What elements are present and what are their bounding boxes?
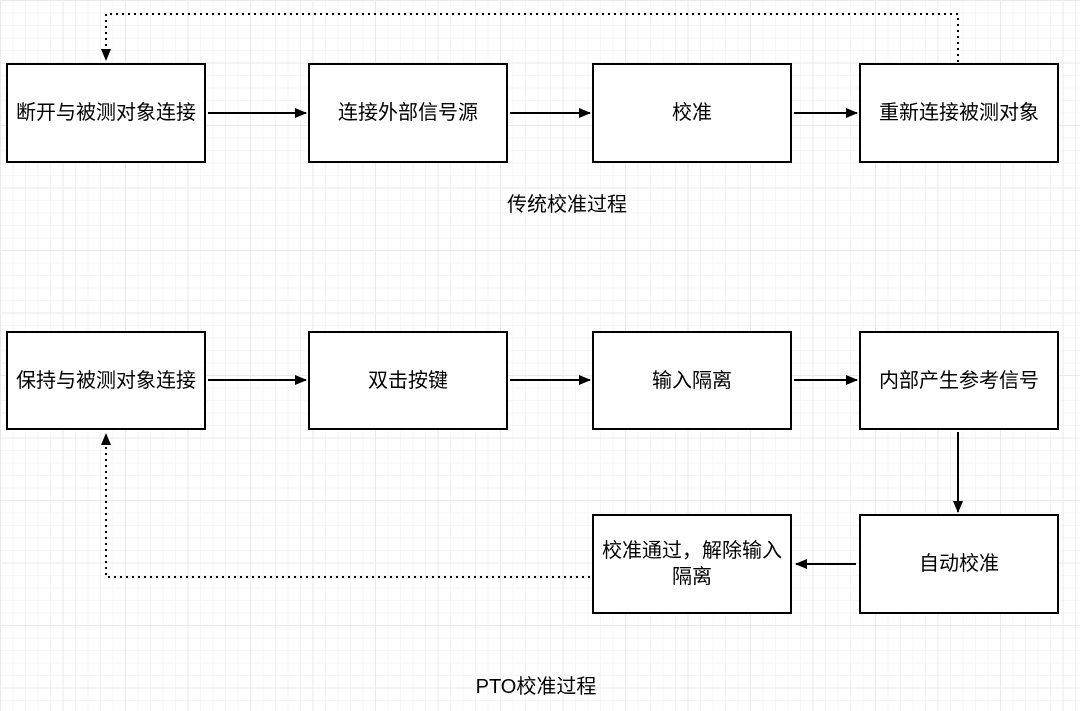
node-label: 双击按键 bbox=[368, 369, 448, 392]
node-cal-passed-release-isolation[interactable]: 校准通过，解除输入隔离 bbox=[592, 514, 792, 614]
node-label: 校准通过，解除输入隔离 bbox=[602, 540, 782, 588]
node-keep-dut-connected[interactable]: 保持与被测对象连接 bbox=[6, 331, 206, 430]
node-label: 自动校准 bbox=[919, 553, 999, 575]
dotted-feedback-reconnect-to-disconnect[interactable] bbox=[101, 13, 959, 62]
node-label: 断开与被测对象连接 bbox=[16, 102, 196, 124]
node-calibrate[interactable]: 校准 bbox=[592, 63, 792, 163]
node-double-click-button[interactable]: 双击按键 bbox=[308, 331, 508, 430]
title-traditional-process[interactable]: 传统校准过程 bbox=[507, 194, 627, 216]
node-label: 内部产生参考信号 bbox=[879, 369, 1039, 392]
dotted-feedback-cal-passed-to-keep-connected[interactable] bbox=[101, 433, 590, 578]
node-input-isolation[interactable]: 输入隔离 bbox=[592, 331, 792, 430]
node-internal-ref-signal[interactable]: 内部产生参考信号 bbox=[859, 331, 1059, 430]
node-label: 重新连接被测对象 bbox=[879, 102, 1039, 124]
node-label: 连接外部信号源 bbox=[338, 102, 478, 124]
node-label: 校准 bbox=[672, 102, 712, 124]
node-reconnect-dut[interactable]: 重新连接被测对象 bbox=[859, 63, 1059, 163]
node-connect-external-source[interactable]: 连接外部信号源 bbox=[308, 63, 508, 163]
node-disconnect-dut[interactable]: 断开与被测对象连接 bbox=[6, 63, 206, 163]
title-pto-process[interactable]: PTO校准过程 bbox=[475, 676, 597, 698]
node-label: 保持与被测对象连接 bbox=[16, 369, 196, 392]
node-label: 输入隔离 bbox=[652, 369, 732, 392]
node-auto-calibrate[interactable]: 自动校准 bbox=[859, 514, 1059, 614]
